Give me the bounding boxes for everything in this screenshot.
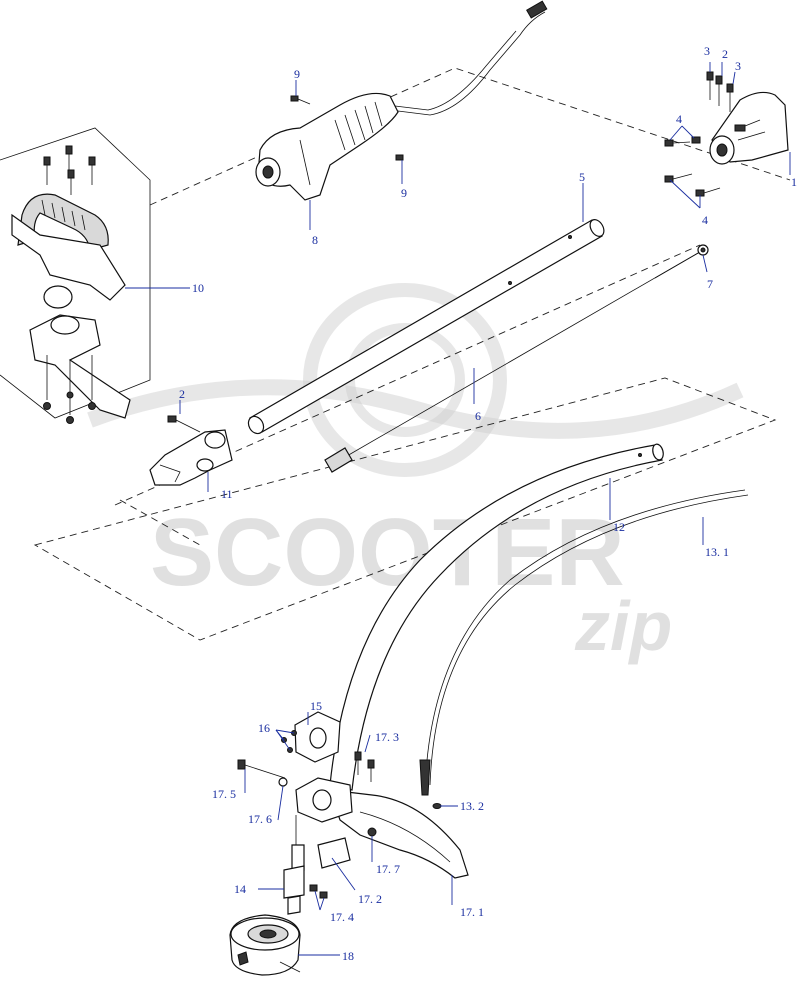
part-coupler	[149, 415, 233, 486]
callout-3-left: 3	[704, 44, 710, 58]
part-cutter-blade	[317, 837, 351, 869]
handle-bolts	[43, 145, 96, 424]
callout-13-1: 13. 1	[705, 545, 729, 559]
callout-17-5: 17. 5	[212, 787, 236, 801]
callout-10: 10	[192, 281, 204, 295]
screw-9-upper	[290, 95, 311, 105]
callout-9-lower: 9	[401, 186, 407, 200]
part-spindle	[283, 815, 305, 915]
callout-17-3: 17. 3	[375, 730, 399, 744]
callout-6: 6	[475, 409, 481, 423]
callout-5: 5	[579, 170, 585, 184]
callout-15: 15	[310, 699, 322, 713]
callout-13-2: 13. 2	[460, 799, 484, 813]
callout-14: 14	[234, 882, 246, 896]
nut-17-7	[367, 827, 377, 837]
watermark-brand: SCOOTER	[150, 499, 625, 606]
washer-17-6	[278, 777, 288, 787]
watermark: SCOOTER zip	[87, 283, 744, 665]
callout-17-2: 17. 2	[358, 892, 382, 906]
part-throttle-handle	[255, 0, 548, 201]
bolt-17-5	[237, 759, 286, 779]
nuts-17-4	[309, 884, 328, 899]
part-washer-7	[697, 244, 709, 256]
callout-3-right: 3	[735, 59, 741, 73]
part-upper-tube	[247, 219, 605, 435]
callout-2-gear-head: 2	[722, 47, 728, 61]
part-curved-tube	[329, 443, 664, 791]
screw-9-lower	[395, 154, 404, 161]
callout-17-6: 17. 6	[248, 812, 272, 826]
callout-18: 18	[342, 949, 354, 963]
callout-8: 8	[312, 233, 318, 247]
part-gear-head	[709, 91, 789, 165]
callout-4-upper: 4	[676, 112, 682, 126]
gear-head-screws	[664, 71, 734, 197]
part-flex-shaft	[419, 489, 749, 809]
callout-9-upper: 9	[294, 67, 300, 81]
throttle-grip-ribs	[334, 101, 383, 151]
part-clamp	[281, 711, 341, 763]
callout-17-4: 17. 4	[330, 910, 354, 924]
callout-12: 12	[613, 520, 625, 534]
callout-2-coupler: 2	[179, 387, 185, 401]
callout-17-1: 17. 1	[460, 905, 484, 919]
watermark-brand-suffix: zip	[574, 587, 672, 665]
callout-4-lower: 4	[702, 213, 708, 227]
callout-1: 1	[791, 175, 797, 189]
callout-7: 7	[707, 277, 713, 291]
callout-16: 16	[258, 721, 270, 735]
part-guard	[295, 777, 469, 879]
callout-11: 11	[221, 487, 233, 501]
part-trimmer-head	[229, 914, 301, 976]
leader-lines	[125, 62, 791, 956]
part-handle-assembly	[0, 127, 151, 424]
screws-17-3	[354, 751, 375, 782]
part-drive-shaft	[324, 251, 701, 473]
callout-labels: 1 2 2 3 3 4 4 5 6 7 8 9 9 10 11 12 13. 1…	[179, 44, 797, 963]
callout-17-7: 17. 7	[376, 862, 400, 876]
